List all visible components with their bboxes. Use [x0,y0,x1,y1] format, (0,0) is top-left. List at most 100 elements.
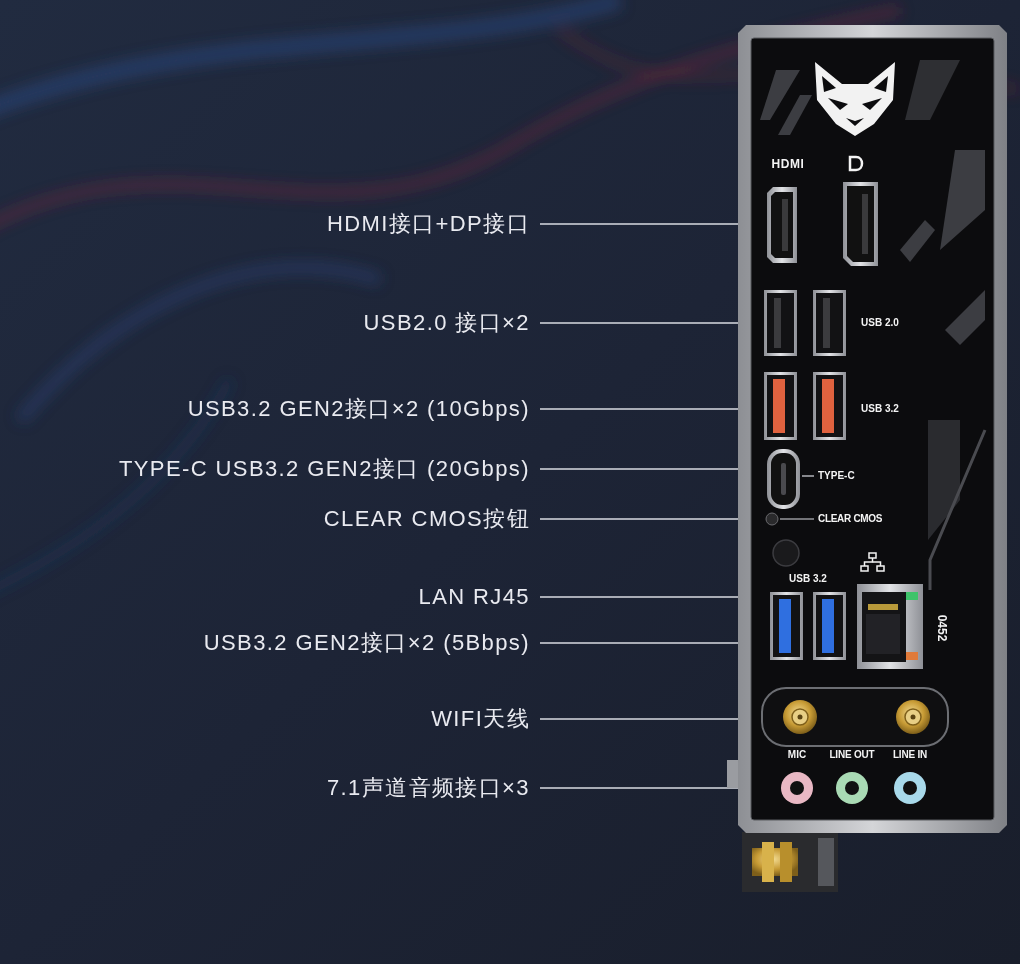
callout-label: USB3.2 GEN2接口×2 (5Bbps) [204,632,530,654]
dp-port [843,182,878,266]
usb32-red-ports [764,372,846,440]
dp-port-part [843,182,878,266]
shield-decoration-part [778,95,812,135]
wifi-antenna-connectors-part [792,709,808,725]
callout-label: WIFI天线 [431,708,530,730]
port-label: USB 3.2 [789,574,827,584]
usb32-blue-ports [770,592,846,660]
shield-decoration-part [900,220,935,262]
shield-decoration-part [928,420,960,540]
lan-icon-part [877,566,884,571]
usb32-red-ports-part [822,379,834,433]
audio-jacks-part [903,781,917,795]
leader-lines-part [540,223,762,225]
usb2-ports-part [813,290,846,356]
usb2-ports-part [764,290,797,356]
lan-icon-part [865,558,873,566]
rj45-port-part [857,584,923,669]
usb32-red-ports-part [764,372,797,440]
panel-tabs-part [742,832,838,892]
shield-decoration-part [945,290,985,345]
clear-cmos-button-part [766,513,778,525]
rj45-port-part [866,614,900,654]
port-label: USB 3.2 [861,404,899,414]
type-c-port-part [767,449,800,509]
usb2-ports-part [767,293,794,353]
usb32-blue-ports-part [779,599,791,653]
hdmi-port-part [782,199,788,251]
dp-port-part [847,186,874,262]
audio-jacks-part [894,772,926,804]
shield-decoration [760,60,985,590]
usb2-ports-part [816,293,843,353]
io-shield-part [751,38,994,820]
port-label: 0452 [936,615,948,642]
panel-tabs-part [818,838,834,886]
brand-logo-part [846,118,864,126]
leader-lines-part [540,642,767,644]
wifi-antenna-connectors-part [896,700,930,734]
callout-label: CLEAR CMOS按钮 [324,508,530,530]
dp-logo-part [850,157,862,170]
brand-logo-part [862,98,882,110]
audio-jacks-part [836,772,868,804]
dp-logo [850,157,862,170]
brand-logo [815,62,895,136]
audio-jacks-part [781,772,813,804]
port-label: MIC [788,750,806,760]
port-label: LINE OUT [829,750,874,760]
panel-tabs-part [762,842,774,882]
wifi-antenna-connectors-part [905,709,921,725]
usb32-red-ports-part [816,375,843,437]
usb2-ports [764,290,846,356]
hdmi-port [767,187,797,263]
shield-decoration-part [930,430,985,590]
background-part-part [0,0,620,120]
io-shield-part [751,38,994,820]
callout-label: LAN RJ45 [419,586,530,608]
usb32-red-ports-part [813,372,846,440]
usb32-red-ports-part [767,375,794,437]
shield-decoration-part [940,150,985,250]
usb32-blue-ports-part [770,592,803,660]
type-c-port-part [781,463,786,495]
clear-cmos-button-part [780,518,814,519]
callout-label: TYPE-C USB3.2 GEN2接口 (20Gbps) [119,458,530,480]
rj45-port-part [906,652,918,660]
port-label: TYPE-C [818,471,855,481]
callout-label: USB3.2 GEN2接口×2 (10Gbps) [188,398,530,420]
usb32-blue-ports-part [816,595,843,657]
port-label: LINE IN [893,750,927,760]
audio-jacks-part [845,781,859,795]
type-c-port-part [771,453,796,505]
lan-icon-part [869,553,876,558]
type-c-port [767,449,814,509]
clear-cmos-button [766,513,814,566]
lan-icon-part [861,566,868,571]
wifi-antenna-connectors-part [798,715,803,720]
usb2-ports-part [774,298,781,348]
callout-label: 7.1声道音频接口×3 [327,777,530,799]
brand-logo-part [874,76,888,92]
lan-icon-part [873,562,881,566]
shield-decoration-part [905,60,960,120]
rj45-port-part [862,592,906,662]
leader-lines-part [540,322,761,324]
port-label: USB 2.0 [861,318,899,328]
lan-icon [861,553,884,571]
wifi-antenna-connectors-part [762,688,948,746]
rj45-port-part [906,592,918,600]
wifi-antenna-connectors [762,688,948,746]
usb32-blue-ports-part [822,599,834,653]
port-label: CLEAR CMOS [818,514,882,524]
usb2-ports-part [823,298,830,348]
usb32-red-ports-part [773,379,785,433]
audio-jacks-part [790,781,804,795]
type-c-port-part [802,475,814,476]
leader-lines-part [540,518,765,520]
hdmi-port-part [771,192,793,258]
leader-lines-part [540,468,765,470]
io-shield [738,25,1007,833]
usb32-blue-ports-part [813,592,846,660]
